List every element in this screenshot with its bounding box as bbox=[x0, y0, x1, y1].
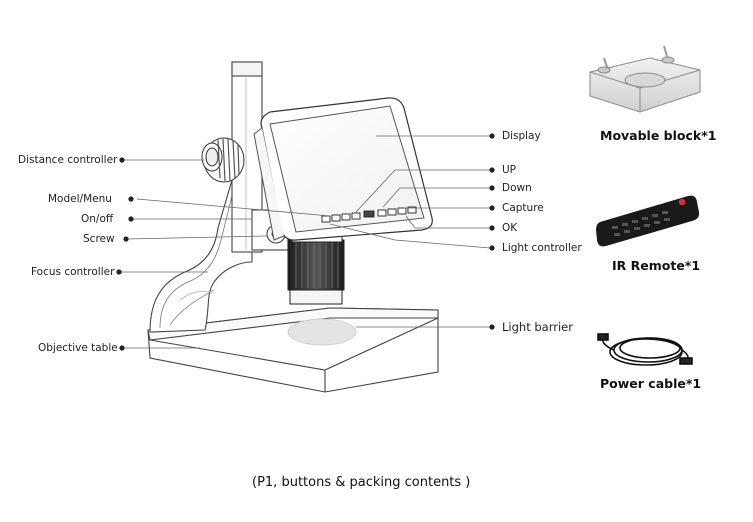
label-objective-table: Objective table bbox=[38, 342, 118, 354]
display-monitor bbox=[253, 97, 433, 241]
label-screw: Screw bbox=[83, 233, 115, 245]
label-light-barrier: Light barrier bbox=[502, 320, 573, 334]
label-up: UP bbox=[502, 164, 517, 176]
label-ok: OK bbox=[502, 222, 518, 234]
movable-block-image bbox=[589, 45, 701, 113]
label-down: Down bbox=[502, 182, 532, 194]
label-power-cable: Power cable*1 bbox=[600, 376, 702, 391]
light-spot bbox=[287, 318, 357, 346]
left-dots bbox=[116, 157, 134, 351]
monitor-buttons bbox=[321, 206, 417, 223]
power-cable-image bbox=[597, 333, 693, 366]
objective-lens bbox=[287, 227, 345, 305]
label-on-off: On/off bbox=[81, 213, 114, 225]
label-display: Display bbox=[502, 130, 541, 142]
label-light-controller: Light controller bbox=[502, 242, 582, 254]
right-leaders bbox=[329, 135, 491, 328]
label-focus-controller: Focus controller bbox=[31, 266, 115, 278]
label-model-menu: Model/Menu bbox=[48, 193, 112, 205]
figure-caption: (P1, buttons & packing contents ) bbox=[252, 475, 471, 490]
distance-knob bbox=[201, 137, 245, 183]
right-dots bbox=[489, 133, 495, 330]
base-plate bbox=[147, 307, 439, 393]
label-movable-block: Movable block*1 bbox=[600, 128, 717, 143]
left-leaders bbox=[119, 159, 331, 349]
label-capture: Capture bbox=[502, 202, 544, 214]
label-distance-controller: Distance controller bbox=[18, 154, 118, 166]
ir-remote-image bbox=[596, 195, 700, 247]
label-ir-remote: IR Remote*1 bbox=[612, 258, 701, 273]
